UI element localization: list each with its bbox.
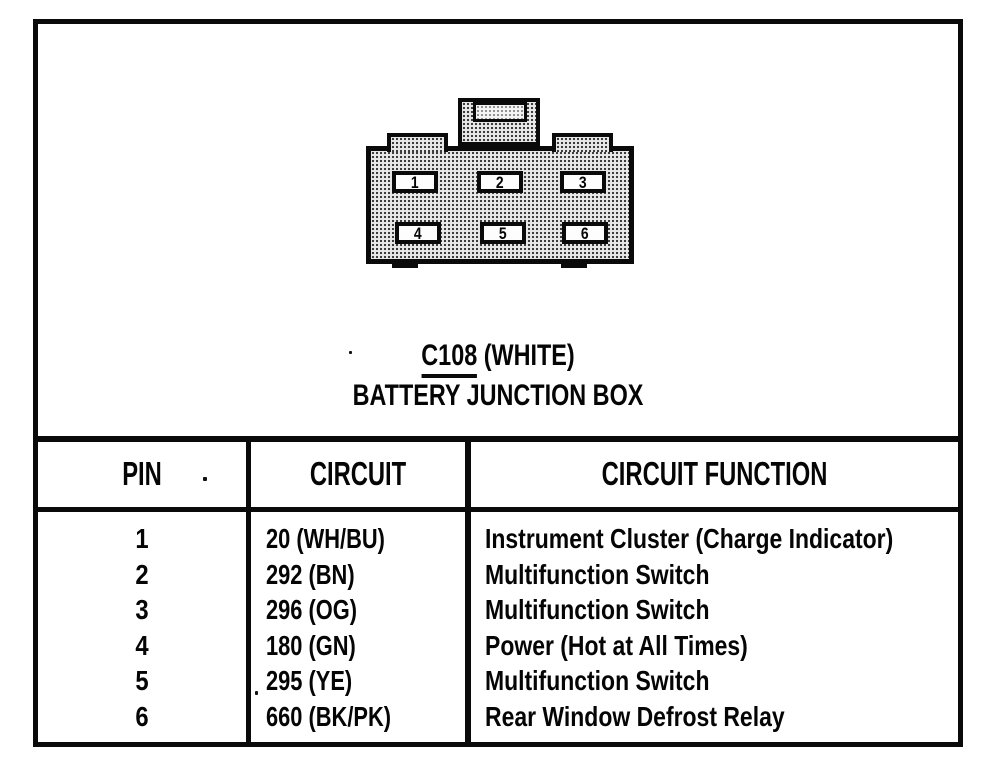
pin-number: 6 [581,224,589,243]
header-circuit-function: CIRCUIT FUNCTION [601,455,828,492]
pin-cavity-6: 6 [562,222,608,244]
column-circuit: 20 (WH/BU) 292 (BN) 296 (OG) 180 (GN) 29… [266,521,469,734]
circuit-cell: 20 (WH/BU) [266,523,385,554]
scan-speck [203,477,207,481]
circuit-cell: 296 (OG) [266,594,358,625]
circuit-cell: 292 (BN) [266,558,355,590]
pin-cavity-1: 1 [392,171,438,193]
circuit-cell: 180 (GN) [266,629,356,661]
pin-cell: 6 [135,700,149,732]
function-cell: Multifunction Switch [485,594,710,625]
pin-cell: 3 [135,594,149,625]
function-cell: Rear Window Defrost Relay [485,700,785,732]
connector-title: C108 (WHITE) [135,339,860,378]
pin-number: 2 [496,173,504,192]
pin-number: 1 [411,173,419,192]
connector-shoulder-left [387,133,448,152]
function-cell: Multifunction Switch [485,665,710,696]
pin-cell: 1 [135,523,149,554]
function-cell: Multifunction Switch [485,558,710,590]
connector-color-label: (WHITE) [483,339,575,372]
pin-number: 3 [579,173,587,192]
circuit-cell: 660 (BK/PK) [266,700,392,732]
pin-cavity-2: 2 [477,171,523,193]
pin-cavity-3: 3 [560,171,606,193]
pin-cavity-5: 5 [480,222,526,244]
table-column-divider-1 [246,436,251,747]
pin-number: 4 [414,224,422,243]
table-column-divider-2 [465,436,471,747]
pin-number: 5 [499,224,507,243]
function-cell: Power (Hot at All Times) [485,629,748,661]
table-top-rule [33,436,963,442]
column-pin: 1 2 3 4 5 6 [54,521,231,734]
pin-cell: 2 [135,558,149,590]
connector-foot-left [392,262,418,268]
page-border [33,19,963,747]
pin-cavity-4: 4 [395,222,441,244]
column-circuit-function: Instrument Cluster (Charge Indicator) Mu… [485,521,961,734]
header-circuit: CIRCUIT [309,455,407,492]
connector-foot-right [561,262,587,268]
connector-body [366,146,634,264]
scan-speck [255,691,258,695]
connector-shoulder-right [552,133,613,152]
circuit-cell: 295 (YE) [266,665,353,696]
connector-latch-slot [473,102,527,122]
function-cell: Instrument Cluster (Charge Indicator) [485,523,894,554]
pin-cell: 4 [135,629,149,661]
pin-cell: 5 [135,665,149,696]
header-pin: PIN [122,455,162,492]
connector-subtitle: BATTERY JUNCTION BOX [352,379,644,412]
scan-speck [349,351,352,354]
table-header-rule [33,507,963,512]
connector-id: C108 [421,339,478,378]
